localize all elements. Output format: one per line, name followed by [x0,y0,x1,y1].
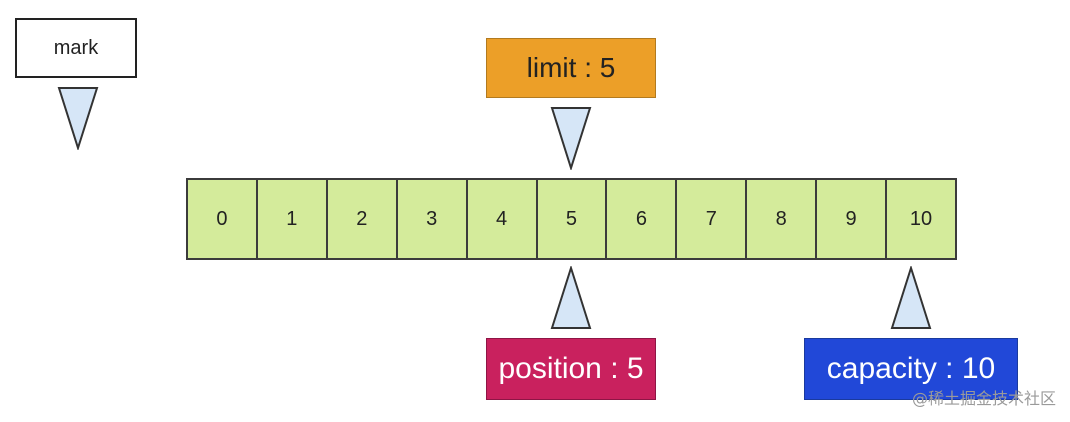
buffer-cell: 10 [887,180,955,258]
position-label: position : 5 [486,338,656,400]
position-pointer-triangle [550,266,592,329]
buffer-cell: 9 [817,180,888,258]
buffer-cell: 0 [188,180,258,258]
buffer-cell: 8 [747,180,818,258]
capacity-label-text: capacity : 10 [826,352,996,385]
capacity-label: capacity : 10 [804,338,1018,400]
capacity-pointer-triangle [890,266,932,329]
buffer-cell: 5 [537,180,608,258]
buffer-cell: 6 [607,180,678,258]
mark-label: mark [15,18,137,78]
buffer-cell: 2 [327,180,398,258]
limit-label: limit : 5 [486,38,656,98]
watermark: @稀土掘金技术社区 [911,389,1056,408]
buffer-cell: 3 [397,180,468,258]
mark-pointer-triangle [57,87,99,150]
position-label-text: position : 5 [498,352,644,385]
mark-label-text: mark [53,36,99,59]
limit-label-text: limit : 5 [526,52,616,83]
limit-pointer-triangle [550,107,592,170]
buffer-cell: 4 [467,180,538,258]
buffer-cell: 1 [257,180,328,258]
buffer-cell: 7 [677,180,748,258]
